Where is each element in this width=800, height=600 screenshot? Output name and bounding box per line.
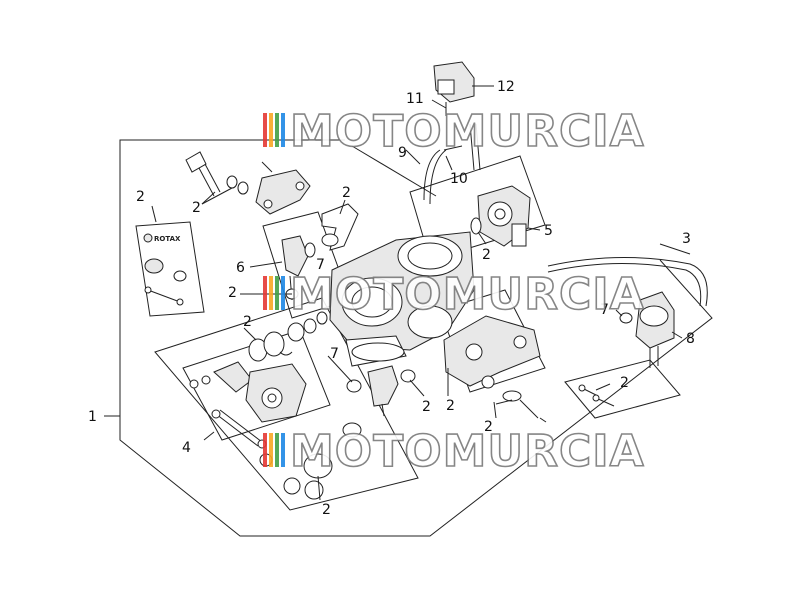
- callout-10: 10: [450, 171, 468, 187]
- callout-2: 2: [136, 189, 145, 205]
- watermark-text: MOTOMURCIA: [290, 426, 645, 477]
- right-bracket-assembly: [443, 315, 547, 423]
- lower-right-kit-box: [564, 359, 681, 419]
- callout-4: 4: [182, 440, 191, 456]
- callout-2: 2: [620, 375, 629, 391]
- callout-2: 2: [192, 200, 201, 216]
- callout-2: 2: [322, 502, 331, 518]
- watermark-text: MOTOMURCIA: [290, 269, 645, 320]
- watermark-bottom: MOTOMURCIA: [263, 425, 645, 478]
- callout-2: 2: [228, 285, 237, 301]
- kit-brand-text: ROTAX: [154, 235, 181, 243]
- callout-8: 8: [686, 331, 695, 347]
- callout-5: 5: [544, 223, 553, 239]
- callout-6: 6: [236, 260, 245, 276]
- idle-valve-seals: [248, 311, 328, 362]
- watermark-text: MOTOMURCIA: [290, 106, 645, 157]
- assembly-outline: [119, 139, 713, 537]
- callout-1: 1: [88, 409, 97, 425]
- angled-bracket: [321, 203, 359, 251]
- callout-12: 12: [497, 79, 515, 95]
- top-bracket: [255, 169, 311, 215]
- callout-9: 9: [398, 145, 407, 161]
- callout-2: 2: [342, 185, 351, 201]
- lower-left-kit-box: [154, 297, 419, 511]
- callout-11: 11: [406, 91, 424, 107]
- callout-2: 2: [446, 398, 455, 414]
- callout-7: 7: [330, 346, 339, 362]
- rotax-kit-card: ROTAX: [135, 221, 205, 317]
- pressure-regulator: [619, 291, 675, 368]
- callout-7: 7: [600, 302, 609, 318]
- vacuum-hoses: [351, 123, 481, 205]
- callout-2: 2: [243, 314, 252, 330]
- sensor-connector: [433, 61, 475, 116]
- callout-labels: 1 2 2 2 2 2 2 2 2 2 2 2 2 3 4 5 6 7 7 7 …: [88, 79, 695, 518]
- watermark-top: MOTOMURCIA: [263, 105, 645, 158]
- callout-7: 7: [316, 257, 325, 273]
- stepper-motor: [189, 361, 307, 449]
- callout-2: 2: [484, 419, 493, 435]
- throttle-position-sensor: [470, 185, 531, 247]
- watermark-middle: MOTOMURCIA: [263, 268, 645, 321]
- injector-left: [281, 233, 339, 301]
- callout-3: 3: [682, 231, 691, 247]
- fuel-hose: [547, 256, 708, 307]
- screws-right: [578, 384, 615, 407]
- callout-2: 2: [422, 399, 431, 415]
- callout-2: 2: [482, 247, 491, 263]
- throttle-body: [329, 231, 475, 367]
- injector-center: [346, 365, 416, 417]
